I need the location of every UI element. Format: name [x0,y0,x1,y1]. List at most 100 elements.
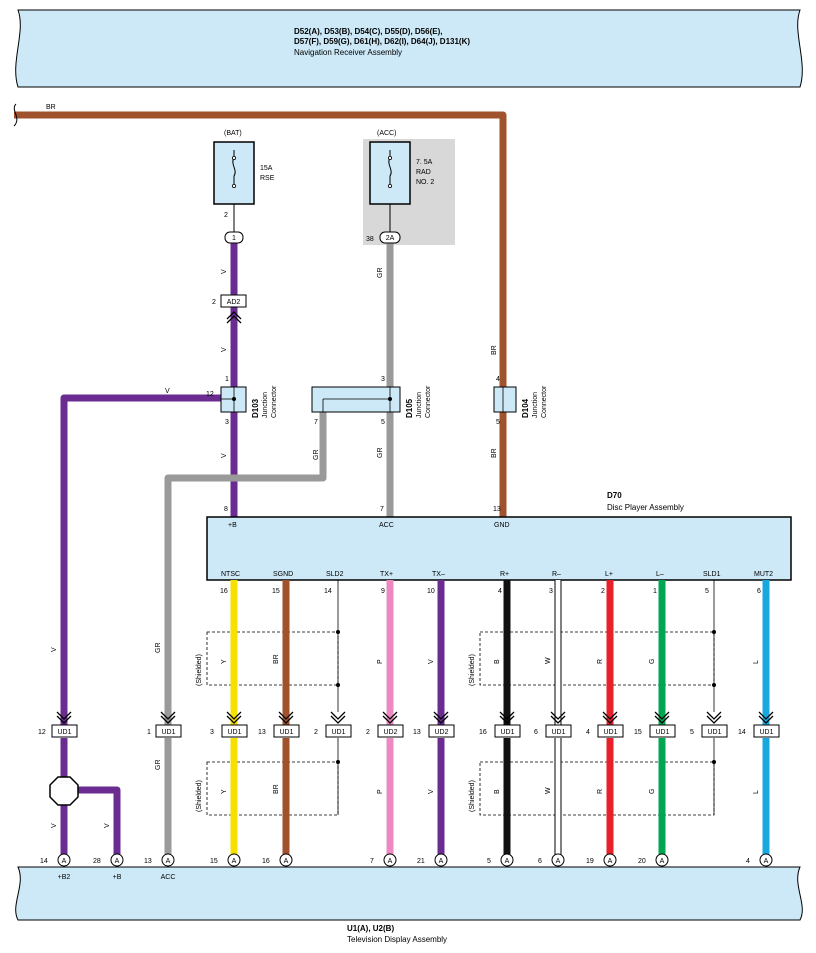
svg-text:A: A [232,858,237,865]
svg-text:BR: BR [273,654,280,664]
svg-text:15: 15 [272,588,280,595]
svg-text:Connector: Connector [271,385,278,418]
svg-text:10: 10 [427,588,435,595]
shield-box-lower-right [479,761,715,816]
svg-text:Junction: Junction [262,392,269,418]
tv-assembly-name: Television Display Assembly [347,935,447,944]
svg-text:13: 13 [144,858,152,865]
svg-text:D104: D104 [521,398,530,418]
svg-text:V: V [104,823,111,828]
svg-text:3: 3 [225,419,229,426]
svg-text:UD2: UD2 [434,729,448,736]
splice-point [49,776,79,806]
svg-text:(Shielded): (Shielded) [196,780,203,812]
svg-text:14: 14 [738,729,746,736]
junction-d105 [311,386,401,413]
svg-text:Connector: Connector [425,385,432,418]
svg-text:UD1: UD1 [551,729,565,736]
svg-text:R: R [597,789,604,794]
bat-fuse-pin: 2 [224,212,228,219]
svg-text:16: 16 [220,588,228,595]
svg-text:A: A [284,858,289,865]
svg-text:3: 3 [381,376,385,383]
signal-wire-8: L–1GGUD115A20L1– [634,571,676,881]
svg-text:A: A [556,858,561,865]
svg-text:L: L [753,660,760,664]
svg-text:W: W [545,657,552,664]
svg-text:5: 5 [705,588,709,595]
svg-text:A: A [660,858,665,865]
svg-text:5: 5 [496,419,500,426]
ad2-pin: 2 [212,299,216,306]
svg-text:5: 5 [690,729,694,736]
svg-text:GR: GR [377,268,384,279]
svg-text:2: 2 [314,729,318,736]
svg-text:20: 20 [638,858,646,865]
junction-d104 [493,386,517,413]
svg-text:(Shielded): (Shielded) [196,654,203,686]
svg-text:Connector: Connector [541,385,548,418]
ud-conn-power-acc: UD1 1 [147,711,182,738]
signal-wire-1: SGND15BRBRUD113A16SGN2 [258,571,300,881]
signal-wire-10: MUT26LLUD114A4MUT1 [738,571,780,881]
br-ground-wire [14,111,507,517]
svg-text:1: 1 [232,235,236,242]
signal-wire-6: R–3WWUD16A6R– [534,571,572,881]
svg-text:GR: GR [155,643,162,654]
tv-power-terminal-0: A14+B2 [40,853,71,881]
svg-text:SLD2: SLD2 [326,571,344,578]
svg-text:R+: R+ [500,571,509,578]
svg-text:V: V [221,453,228,458]
svg-text:Junction: Junction [532,392,539,418]
svg-text:UD1: UD1 [759,729,773,736]
svg-text:P: P [377,659,384,664]
svg-text:B: B [494,659,501,664]
signal-wire-3: TX+9PPUD22A7TX1+ [366,571,404,881]
svg-text:BR: BR [273,784,280,794]
svg-text:4: 4 [746,858,750,865]
svg-text:A: A [764,858,769,865]
disc-player-name: Disc Player Assembly [607,503,684,512]
svg-text:G: G [649,659,656,664]
v-branch-wire [60,394,234,725]
ud-conn-power-b2: UD1 12 [38,711,78,738]
nav-assembly-name: Navigation Receiver Assembly [294,48,402,57]
svg-text:5: 5 [381,419,385,426]
svg-text:15: 15 [210,858,218,865]
svg-text:6: 6 [538,858,542,865]
acc-fuse-name: RAD [416,169,431,176]
svg-text:14: 14 [40,858,48,865]
svg-text:TX+: TX+ [380,571,393,578]
svg-text:BR: BR [491,448,498,458]
wire-break-mark [13,103,18,127]
signal-wire-0: NTSC16YYUD13A15VD [210,571,248,881]
br-top-label: BR [46,104,56,111]
svg-text:+B: +B [113,874,122,881]
svg-text:G: G [649,789,656,794]
svg-text:13: 13 [493,506,501,513]
svg-text:UD1: UD1 [279,729,293,736]
svg-text:(Shielded): (Shielded) [469,780,476,812]
svg-text:7: 7 [314,419,318,426]
svg-text:4: 4 [586,729,590,736]
svg-text:UD1: UD1 [655,729,669,736]
svg-text:14: 14 [324,588,332,595]
svg-text:UD1: UD1 [161,729,175,736]
svg-text:GR: GR [155,760,162,771]
tv-power-terminal-1: A28+B [93,853,124,881]
signal-wire-7: L+2RRUD14A19L1+ [586,571,624,881]
acc-fuse-rating: 7. 5A [416,159,433,166]
svg-text:4: 4 [496,376,500,383]
svg-text:6: 6 [757,588,761,595]
svg-text:UD1: UD1 [500,729,514,736]
svg-text:GND: GND [494,522,510,529]
svg-text:19: 19 [586,858,594,865]
svg-text:1: 1 [653,588,657,595]
svg-text:SLD1: SLD1 [703,571,721,578]
svg-text:R–: R– [552,571,561,578]
svg-text:7: 7 [380,506,384,513]
svg-text:R: R [597,659,604,664]
